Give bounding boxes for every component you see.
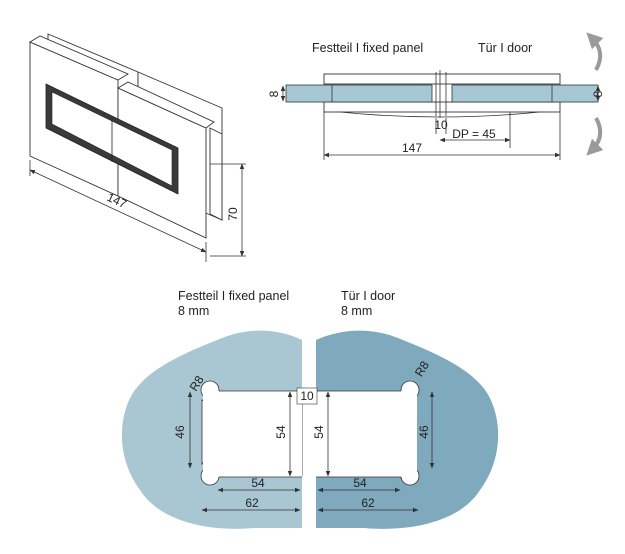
- label-fixed-thickness: 8 mm: [178, 304, 209, 318]
- rotate-arrow-up-icon: [586, 32, 604, 71]
- glass-cutout-diagram: Festteil I fixed panel 8 mm Tür I door 8…: [121, 289, 499, 529]
- label-door-top: Tür I door: [478, 41, 532, 55]
- dim-label-54-left-h: 54: [251, 476, 265, 490]
- label-door-thickness: 8 mm: [341, 304, 372, 318]
- dim-label-46-left: 46: [173, 425, 187, 439]
- clamp-top: [323, 73, 561, 85]
- dim-label-54-left-v: 54: [274, 425, 288, 439]
- front-plate-right-top: [117, 81, 215, 129]
- front-plate-left-top: [29, 35, 129, 81]
- dim-label-gap-10: 10: [434, 118, 448, 132]
- dim-label-147-section: 147: [402, 141, 422, 155]
- label-door-bottom: Tür I door: [341, 289, 395, 303]
- dim-label-8-right: 8: [591, 90, 605, 97]
- fixed-glass-section: [285, 84, 433, 103]
- dim-label-54-right-h: 54: [353, 476, 367, 490]
- door-cutout: [316, 391, 417, 477]
- dim-label-62-left: 62: [245, 496, 259, 510]
- clamp-bottom: [323, 101, 561, 113]
- dim-label-70: 70: [226, 207, 240, 221]
- rotate-arrow-down-icon: [586, 117, 604, 156]
- dim-label-8-left: 8: [267, 90, 281, 97]
- hinge-isometric-view: 147 70: [29, 33, 246, 262]
- dim-label-62-right: 62: [361, 496, 375, 510]
- dim-label-dp: DP = 45: [452, 127, 496, 141]
- dim-label-54-right-v: 54: [312, 425, 326, 439]
- dim-label-46-right: 46: [417, 425, 431, 439]
- label-fixed-panel-bottom: Festteil I fixed panel: [178, 289, 289, 303]
- hinge-section-view: Festteil I fixed panel Tür I door 8 8 10…: [267, 32, 605, 160]
- dim-label-gap-bottom: 10: [300, 389, 314, 403]
- door-glass-section: [451, 84, 599, 103]
- back-plate-edge: [209, 127, 223, 221]
- dim-line-147: [29, 169, 207, 253]
- label-fixed-panel-top: Festteil I fixed panel: [312, 41, 423, 55]
